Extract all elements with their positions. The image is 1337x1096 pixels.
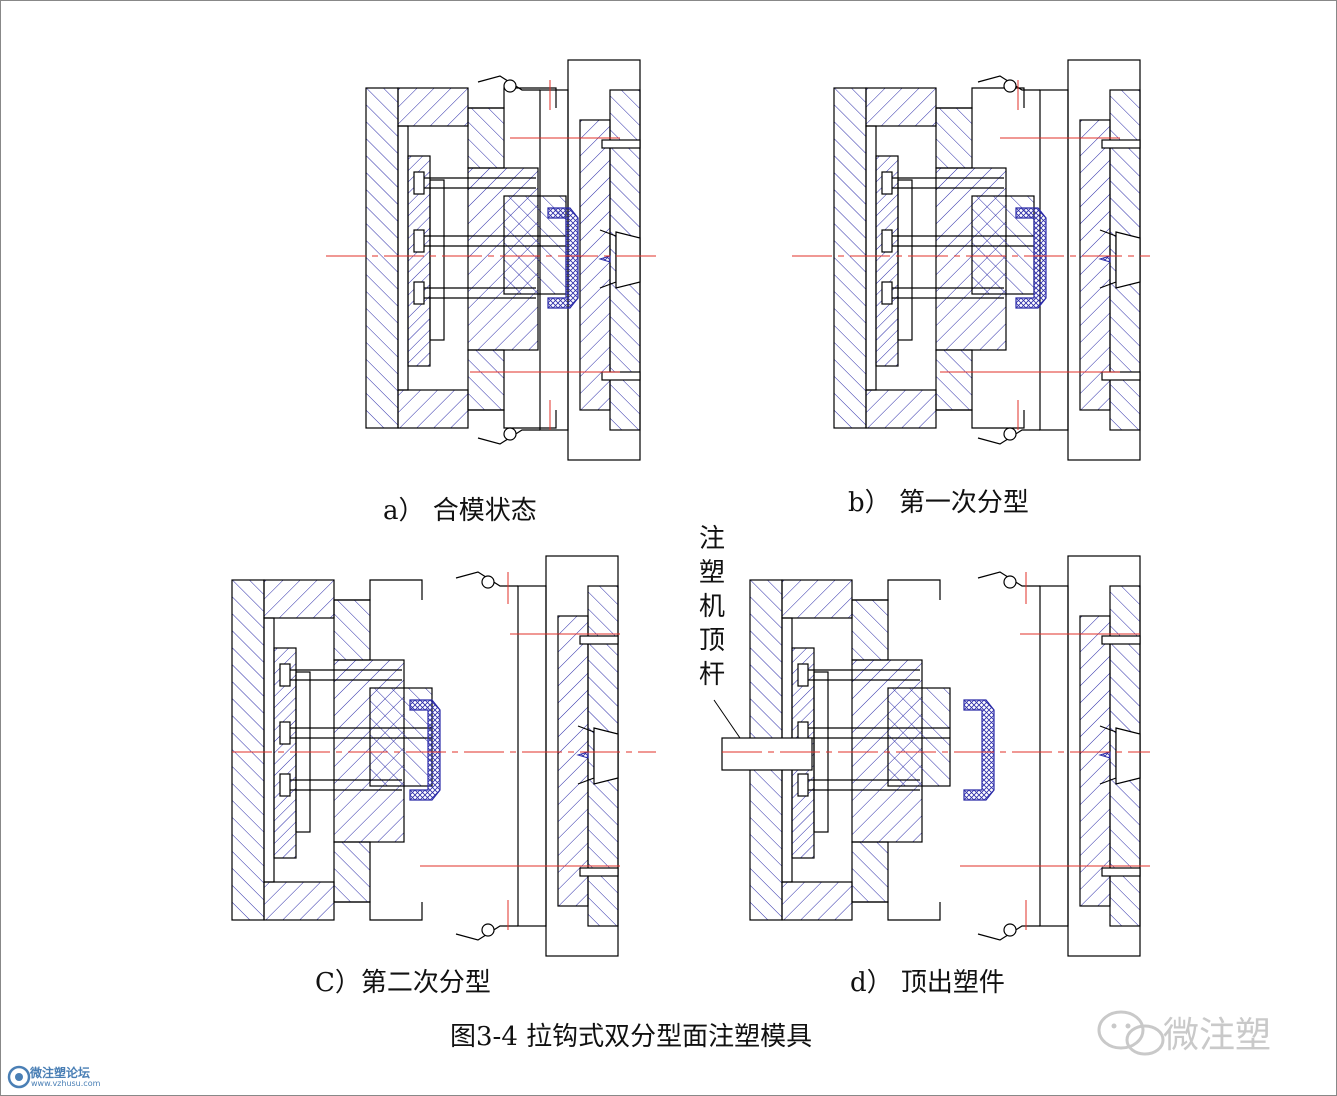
- diagram-d-ejection: [713, 555, 1150, 957]
- caption-b: b） 第一次分型: [848, 488, 1029, 518]
- diagram-c-second-parting: [231, 555, 656, 957]
- figure-title: 图3-4 拉钩式双分型面注塑模具: [450, 1022, 813, 1052]
- machine-ejector-rod: [721, 737, 813, 771]
- caption-c: C）第二次分型: [315, 968, 491, 998]
- caption-a: a） 合模状态: [383, 496, 537, 526]
- label-char: 塑: [698, 558, 725, 588]
- wechat-icon: [1097, 1010, 1165, 1056]
- forum-name: 微注塑论坛: [30, 1066, 91, 1080]
- forum-logo-icon: [7, 1065, 31, 1089]
- diagram-a-closed: [326, 59, 660, 461]
- label-char: 机: [698, 592, 725, 622]
- diagram-b-first-parting: [792, 59, 1150, 461]
- forum-url: www.vzhusu.com: [31, 1079, 101, 1088]
- label-char: 顶: [698, 626, 725, 656]
- ejector-rod-label: 注 塑 机 顶 杆: [697, 522, 727, 692]
- label-char: 杆: [698, 660, 725, 690]
- label-char: 注: [698, 524, 725, 554]
- watermark-text: 微注塑: [1163, 1015, 1272, 1056]
- caption-d: d） 顶出塑件: [850, 968, 1005, 998]
